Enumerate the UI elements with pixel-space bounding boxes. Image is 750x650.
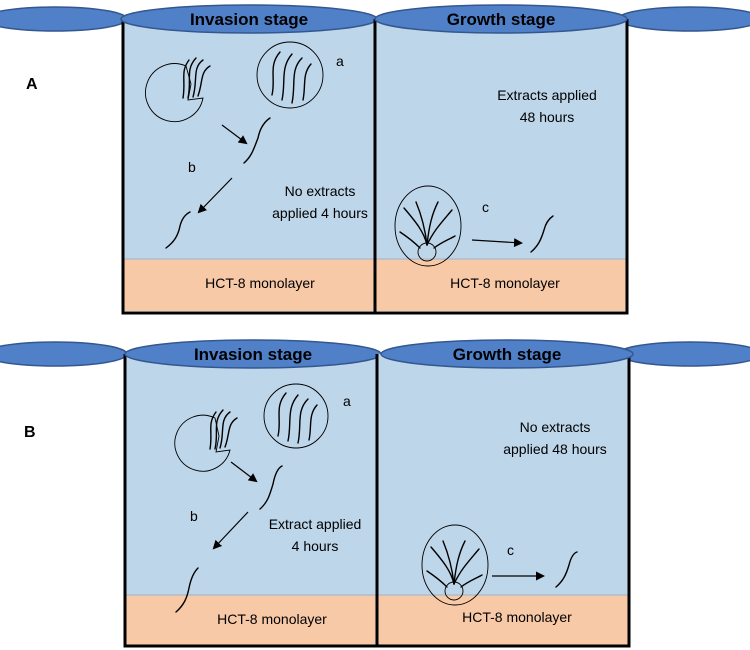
condition-growth-1: Extracts applied <box>497 87 597 103</box>
cap-left-edge <box>0 6 128 32</box>
panel-label: B <box>24 424 36 441</box>
excysting-oocyst-icon <box>145 57 211 123</box>
label-a: a <box>336 53 344 69</box>
cap-right-edge <box>617 6 750 32</box>
stage-title-growth: Growth stage <box>447 10 556 29</box>
panel-a: A Invasion stage Growth stage a b No ext… <box>0 4 750 315</box>
released-merozoite-icon <box>555 551 578 588</box>
cap-left-edge <box>0 341 128 367</box>
monolayer-label-invasion: HCT-8 monolayer <box>205 275 315 291</box>
free-sporozoite-icon <box>259 465 283 510</box>
stage-title-growth: Growth stage <box>453 345 562 364</box>
label-b: b <box>190 508 198 524</box>
label-c: c <box>507 542 514 558</box>
sporozoites-circle-icon <box>256 41 324 109</box>
condition-invasion-1: No extracts <box>285 183 356 199</box>
label-a: a <box>343 393 351 409</box>
monolayer-invasion <box>123 259 375 311</box>
released-merozoite-icon <box>530 215 554 253</box>
condition-invasion-2: 4 hours <box>292 538 339 554</box>
panel-b: B Invasion stage Growth stage a b Extrac… <box>0 339 750 648</box>
sporozoites-circle-icon <box>263 383 329 449</box>
monolayer-label-invasion: HCT-8 monolayer <box>217 611 327 627</box>
well-medium-growth <box>377 354 629 595</box>
well-medium-invasion <box>123 19 375 259</box>
arrow-to-sporozoite <box>221 124 248 145</box>
monolayer-label-growth: HCT-8 monolayer <box>462 609 572 625</box>
well-medium-growth <box>375 19 627 259</box>
monolayer-growth <box>375 259 627 311</box>
panel-label: A <box>26 76 38 93</box>
monolayer-growth <box>377 595 629 645</box>
invading-sporozoite-icon <box>175 567 199 613</box>
arrow-to-monolayer <box>197 177 233 214</box>
stage-title-invasion: Invasion stage <box>194 345 312 364</box>
arrow-growth <box>471 238 523 248</box>
excysting-oocyst-icon <box>174 409 238 472</box>
stage-title-invasion: Invasion stage <box>190 10 308 29</box>
monolayer-label-growth: HCT-8 monolayer <box>450 275 560 291</box>
meront-icon <box>394 185 462 267</box>
well-medium-invasion <box>125 354 377 595</box>
invading-sporozoite-icon <box>165 211 191 249</box>
meront-icon <box>421 524 489 606</box>
cap-right-edge <box>617 341 750 367</box>
monolayer-invasion <box>125 595 377 645</box>
arrow-to-sporozoite <box>230 461 258 483</box>
condition-invasion-2: applied 4 hours <box>272 205 368 221</box>
cap-growth <box>380 339 634 369</box>
label-b: b <box>188 159 196 175</box>
cap-growth <box>374 4 628 34</box>
arrow-to-monolayer <box>212 511 249 550</box>
label-c: c <box>482 199 489 215</box>
condition-growth-2: 48 hours <box>520 109 574 125</box>
condition-growth-1: No extracts <box>520 419 591 435</box>
condition-invasion-1: Extract applied <box>269 516 362 532</box>
free-sporozoite-icon <box>243 117 271 164</box>
condition-growth-2: applied 48 hours <box>503 441 607 457</box>
